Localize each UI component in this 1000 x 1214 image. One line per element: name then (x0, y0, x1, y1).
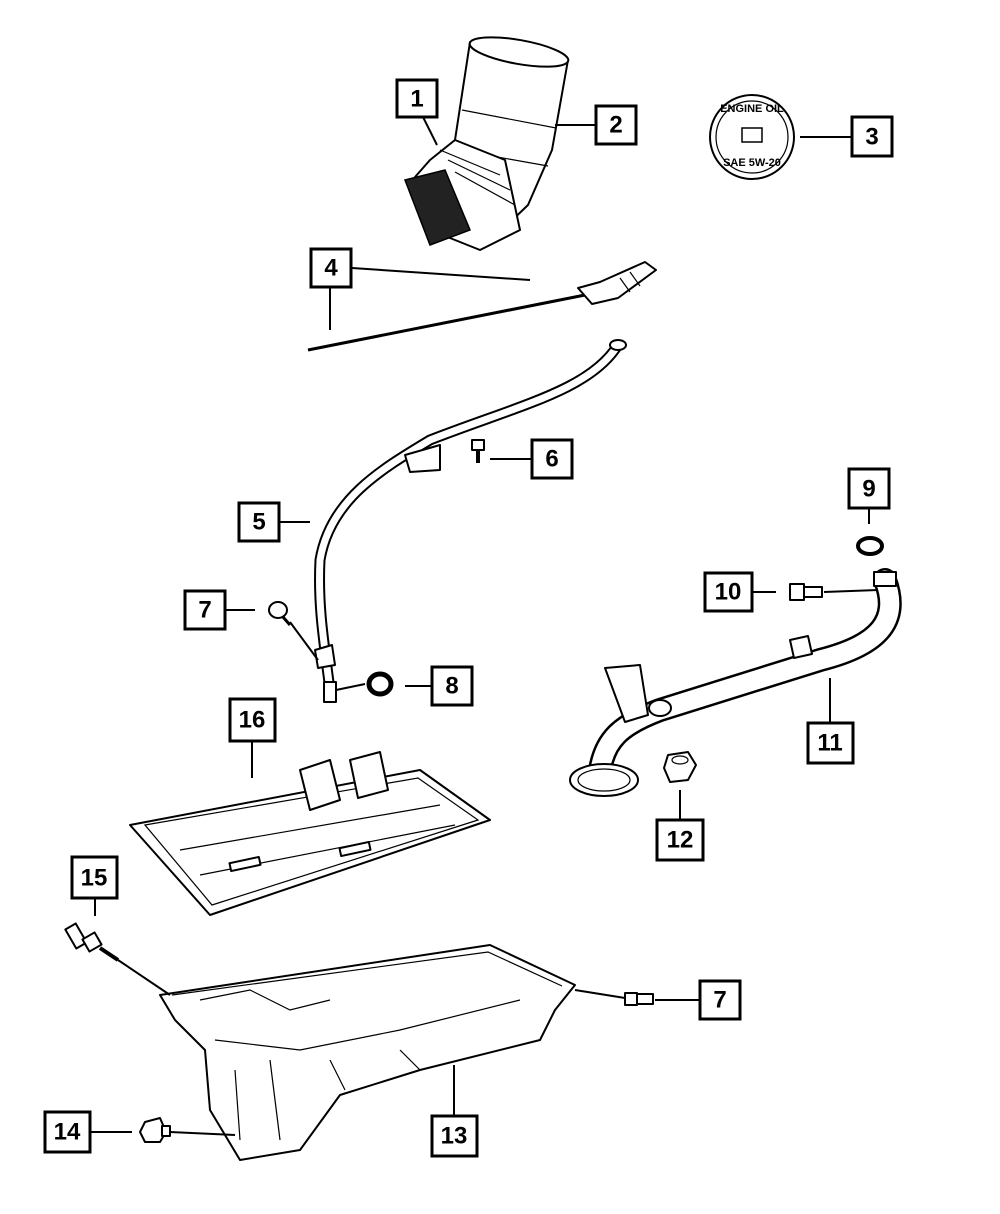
callout-9: 9 (847, 467, 891, 510)
callout-14: 14 (43, 1110, 92, 1154)
callout-7-upper: 7 (183, 589, 227, 631)
callout-2-label: 2 (609, 112, 622, 139)
callout-6-label: 6 (545, 446, 558, 473)
tube-bracket-bolt (268, 601, 292, 626)
callout-10: 10 (703, 571, 754, 613)
callout-6: 6 (530, 438, 574, 480)
callout-1-label: 1 (410, 86, 423, 113)
filler-tube-adapter (403, 139, 521, 251)
oil-pan (159, 944, 576, 1161)
callout-10-label: 10 (715, 579, 742, 606)
windage-tray (129, 751, 491, 916)
callout-8: 8 (430, 665, 474, 707)
oil-pickup-tube (569, 568, 902, 797)
callout-5-label: 5 (252, 509, 265, 536)
callout-3: 3 (850, 115, 894, 158)
oil-dipstick (307, 261, 657, 352)
callout-13-label: 13 (441, 1123, 468, 1150)
leader-lines (90, 116, 879, 1136)
pickup-tube-bolt (789, 583, 823, 601)
dipstick-tube (313, 339, 627, 703)
oil-pan-stud (64, 922, 120, 962)
callout-16: 16 (228, 697, 277, 743)
oil-cap-top-text: ENGINE OIL (720, 103, 784, 115)
callout-4-label: 4 (324, 255, 338, 282)
callout-8-label: 8 (445, 673, 458, 700)
oil-cap-bottom-text: SAE 5W-20 (723, 157, 781, 169)
callout-11: 11 (806, 721, 855, 765)
engine-oil-cap: ENGINE OIL SAE 5W-20 (709, 94, 795, 180)
callout-3-label: 3 (865, 124, 878, 151)
callout-12-label: 12 (667, 827, 694, 854)
callout-16-label: 16 (239, 707, 266, 734)
callout-9-label: 9 (862, 476, 875, 503)
callout-5: 5 (237, 501, 281, 543)
callout-15-label: 15 (81, 865, 108, 892)
callout-13: 13 (430, 1114, 479, 1158)
callout-12: 12 (655, 818, 705, 862)
callout-1: 1 (395, 78, 439, 119)
callout-7-upper-label: 7 (198, 597, 211, 624)
callout-15: 15 (70, 855, 119, 900)
callout-2: 2 (594, 104, 638, 146)
pickup-nut (663, 751, 697, 783)
callout-14-label: 14 (54, 1119, 81, 1146)
drain-plug (139, 1117, 171, 1143)
callout-4: 4 (309, 247, 353, 289)
oil-pan-bolt (624, 992, 654, 1006)
tube-bolt (471, 439, 485, 463)
callout-11-label: 11 (817, 730, 842, 757)
tube-o-ring (366, 671, 394, 697)
callout-7-lower-label: 7 (713, 987, 726, 1014)
callout-7-lower: 7 (698, 979, 742, 1021)
pickup-o-ring (856, 536, 884, 556)
